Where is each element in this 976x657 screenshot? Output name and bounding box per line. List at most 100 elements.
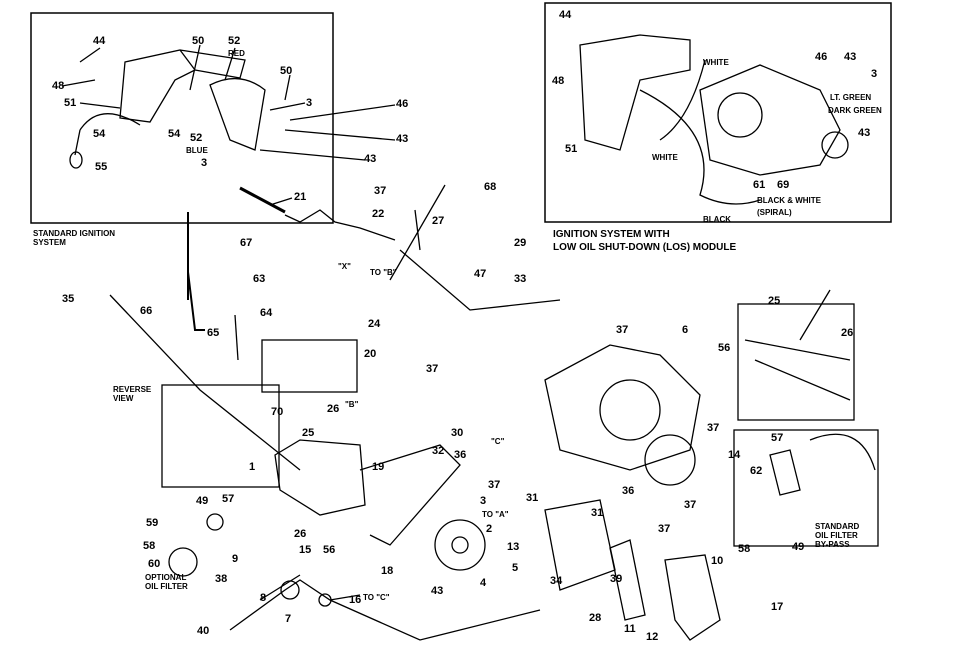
filter-adapter (206, 513, 224, 531)
part-label: 11 (624, 623, 636, 635)
caption-standard-oil-filter-bypass: STANDARD OIL FILTER BY-PASS (815, 522, 860, 549)
los-module-shape (579, 34, 691, 151)
part-label: BLACK (703, 215, 731, 224)
part-label: 61 (753, 179, 766, 191)
part-label: 43 (431, 585, 444, 597)
part-label: 55 (95, 161, 108, 173)
part-label: (SPIRAL) (757, 208, 792, 217)
part-label: 12 (646, 631, 659, 643)
part-label: 52 (190, 132, 203, 144)
part-label: BLACK & WHITE (757, 196, 821, 205)
part-label: 47 (474, 268, 487, 280)
part-label: 30 (451, 427, 464, 439)
part-label: 50 (280, 65, 293, 77)
ignition-module-shape (119, 49, 246, 123)
part-label: LT. GREEN (830, 93, 872, 102)
part-label: 5 (512, 562, 519, 574)
crankcase-shape (274, 439, 366, 516)
part-label: RED (228, 49, 245, 58)
governor-lever-64 (234, 314, 239, 361)
bypass-inset-frame (733, 429, 879, 547)
bottom-lines (229, 574, 541, 641)
los-ignition-inset-frame (544, 2, 892, 223)
crankshaft-shape (359, 444, 461, 546)
blower-housing-shape (544, 344, 701, 471)
part-label: 37 (684, 499, 697, 511)
part-label: 37 (426, 363, 439, 375)
part-label: 36 (622, 485, 635, 497)
part-label: WHITE (652, 153, 678, 162)
part-label: 51 (64, 97, 77, 109)
part-label: "X" (338, 262, 351, 271)
caption-standard-ignition: STANDARD IGNITION SYSTEM (33, 229, 116, 247)
part-label: 58 (143, 540, 156, 552)
drain-fitting (744, 289, 851, 401)
part-label: 37 (616, 324, 629, 336)
los-port (821, 131, 849, 159)
part-label: 52 (228, 35, 241, 47)
part-label: 15 (299, 544, 312, 556)
part-label: 43 (844, 51, 857, 63)
part-label: 37 (658, 523, 671, 535)
part-label: 27 (432, 215, 445, 227)
part-label: 1 (249, 461, 256, 473)
part-label: 26 (294, 528, 307, 540)
part-label: 46 (396, 98, 409, 110)
part-label: 13 (507, 541, 520, 553)
part-label: 36 (454, 449, 467, 461)
spring-21 (239, 186, 286, 214)
part-label: 43 (396, 133, 409, 145)
part-label: 60 (148, 558, 161, 570)
link-lines-upper (284, 184, 561, 311)
part-label: 25 (302, 427, 315, 439)
part-label: 33 (514, 273, 527, 285)
part-label: 54 (168, 128, 181, 140)
part-label: 31 (526, 492, 539, 504)
part-label: BLUE (186, 146, 208, 155)
part-label: 7 (285, 613, 292, 625)
part-label: 44 (93, 35, 106, 47)
part-label: 26 (841, 327, 854, 339)
part-label: 3 (201, 157, 208, 169)
part-label: 31 (591, 507, 604, 519)
part-label: 43 (364, 153, 377, 165)
part-label: 54 (93, 128, 106, 140)
part-label: 16 (349, 594, 362, 606)
part-label: 21 (294, 191, 307, 203)
part-label: 46 (815, 51, 828, 63)
air-cleaner-cover (664, 554, 721, 641)
part-label: 69 (777, 179, 790, 191)
spark-plug-boot (69, 151, 83, 169)
part-label: 40 (197, 625, 210, 637)
linkage-35 (109, 294, 301, 471)
part-label: 14 (728, 449, 741, 461)
part-label: 48 (552, 75, 565, 87)
part-label: 49 (792, 541, 805, 553)
part-label: 67 (240, 237, 253, 249)
part-label: 10 (711, 555, 724, 567)
bypass-bracket (769, 433, 876, 496)
part-label: WHITE (703, 58, 729, 67)
part-label: 51 (565, 143, 578, 155)
part-label: DARK GREEN (828, 106, 882, 115)
flywheel-hub (451, 536, 469, 554)
part-label: 43 (858, 127, 871, 139)
cylinder-bore (599, 379, 661, 441)
part-label: 28 (589, 612, 602, 624)
reverse-view-inset-frame (161, 384, 280, 488)
part-label: 17 (771, 601, 784, 613)
part-label: 19 (372, 461, 385, 473)
part-label: 66 (140, 305, 153, 317)
part-label: 65 (207, 327, 220, 339)
part-label: 56 (323, 544, 336, 556)
part-label: 24 (368, 318, 381, 330)
part-label: 35 (62, 293, 75, 305)
part-label: 8 (260, 592, 267, 604)
part-label: 6 (682, 324, 689, 336)
governor-rod-67 (187, 212, 205, 331)
caption-los-ignition: IGNITION SYSTEM WITH LOW OIL SHUT-DOWN (… (553, 229, 737, 253)
part-label: 62 (750, 465, 763, 477)
oil-pump-gear (280, 580, 300, 600)
washer-16 (318, 593, 332, 607)
part-label: 70 (271, 406, 284, 418)
